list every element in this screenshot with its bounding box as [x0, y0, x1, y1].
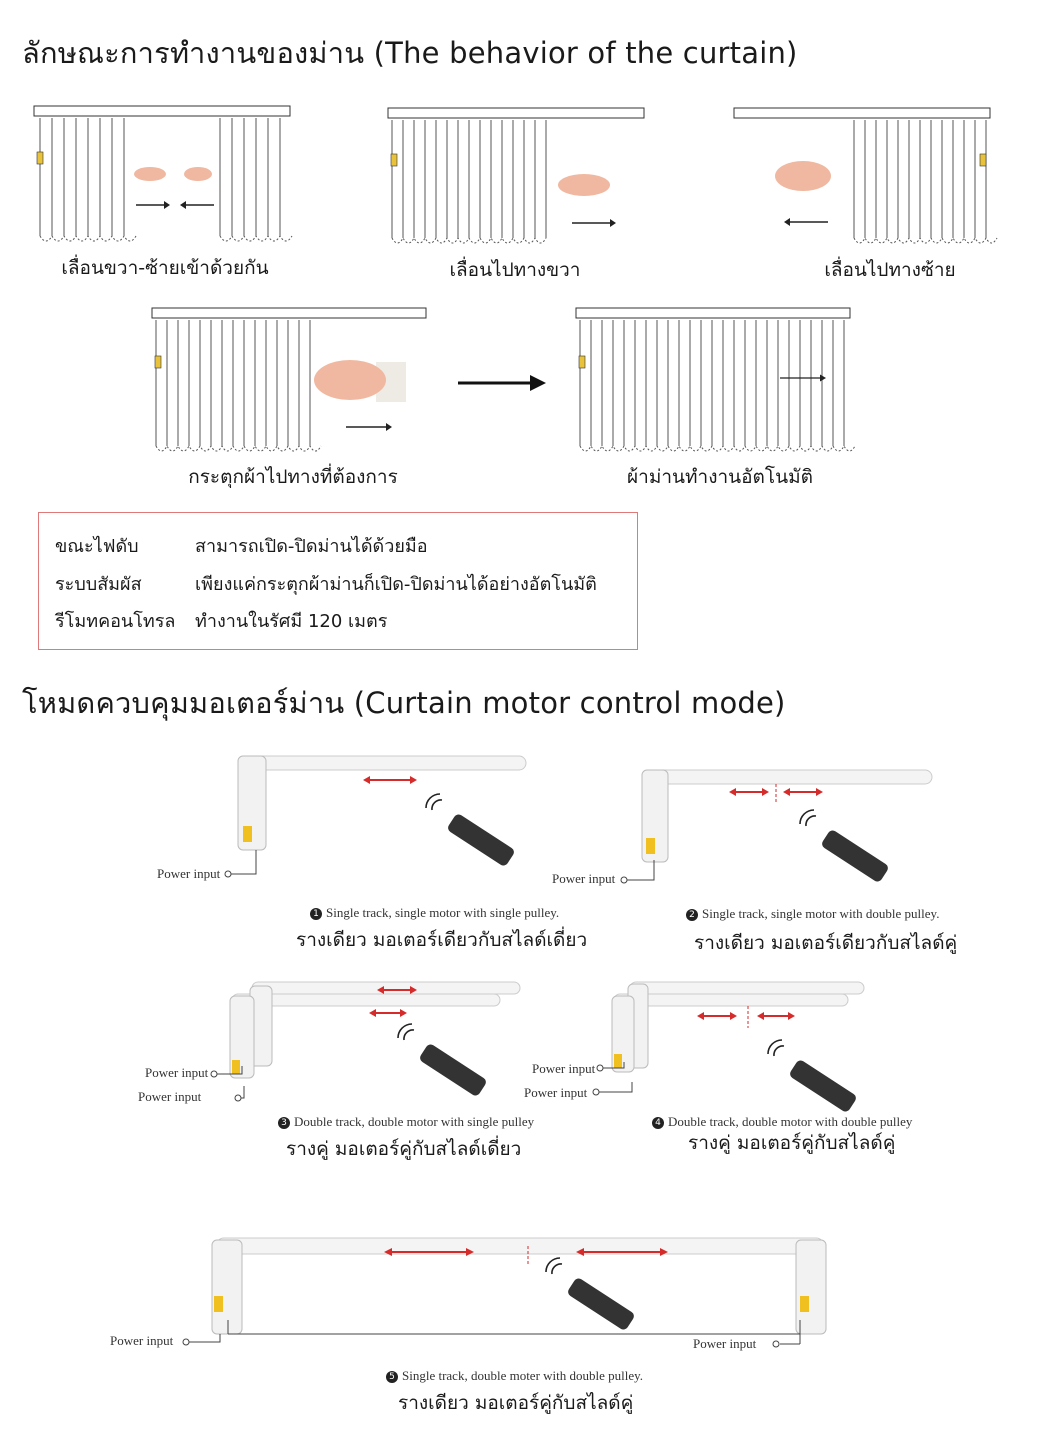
arrow-right-icon — [346, 423, 392, 431]
motor-diagram-mode4 — [611, 981, 865, 1073]
mode-th: รางคู่ มอเตอร์คู่กับสไลด์คู่ — [688, 1132, 896, 1154]
hand-icon — [775, 161, 831, 191]
remote-control-icon — [767, 1039, 856, 1112]
info-text: สามารถเปิด-ปิดม่านได้ด้วยมือ — [195, 536, 428, 557]
power-input-label: Power input — [532, 1061, 596, 1076]
power-line — [620, 860, 655, 884]
hand-icon — [314, 360, 406, 402]
power-input-label: Power input — [110, 1333, 174, 1348]
caption-auto: ผ้าม่านทำงานอัตโนมัติ — [627, 466, 813, 488]
info-text: เพียงแค่กระตุกผ้าม่านก็เปิด-ปิดม่านได้อย… — [195, 574, 597, 595]
power-input-label: Power input — [552, 871, 616, 886]
power-input-label: Power input — [138, 1089, 202, 1104]
motor-diagram-mode2 — [641, 769, 933, 863]
arrow-left-icon — [784, 218, 828, 226]
info-label: ระบบสัมผัส — [55, 574, 142, 595]
info-label: ขณะไฟดับ — [55, 536, 139, 557]
info-label: รีโมทคอนโทรล — [55, 611, 176, 632]
remote-control-icon — [425, 793, 514, 866]
info-box: ขณะไฟดับ สามารถเปิด-ปิดม่านได้ด้วยมือ ระ… — [38, 512, 638, 650]
hand-icon — [558, 174, 610, 196]
caption-pull: กระตุกผ้าไปทางที่ต้องการ — [188, 466, 398, 488]
info-text: ทำงานในรัศมี 120 เมตร — [195, 611, 388, 632]
curtain-diagram-both — [33, 105, 293, 242]
power-line — [592, 1062, 633, 1096]
power-line — [182, 1320, 801, 1348]
arrow-next-icon — [458, 375, 546, 391]
mode-th: รางเดียว มอเตอร์เดียวกับสไลด์คู่ — [694, 932, 958, 954]
curtain-diagram-left — [733, 107, 998, 244]
motor-diagram-mode1 — [237, 755, 527, 851]
power-input-label: Power input — [693, 1336, 757, 1351]
mode-th: รางคู่ มอเตอร์คู่กับสไลด์เดี่ยว — [286, 1138, 522, 1160]
caption-both: เลื่อนขวา-ซ้ายเข้าด้วยกัน — [61, 257, 269, 279]
section2-title: โหมดควบคุมมอเตอร์ม่าน (Curtain motor con… — [22, 686, 786, 720]
hand-icon — [134, 167, 166, 181]
power-input-label: Power input — [524, 1085, 588, 1100]
arrow-left-icon — [180, 201, 214, 209]
power-line — [224, 850, 257, 878]
power-input-label: Power input — [145, 1065, 209, 1080]
caption-left: เลื่อนไปทางซ้าย — [824, 259, 956, 281]
curtain-diagram-right — [387, 107, 645, 244]
power-line — [210, 1066, 245, 1102]
remote-control-icon — [799, 809, 888, 882]
remote-control-icon — [397, 1023, 486, 1096]
remote-control-icon — [545, 1257, 634, 1330]
motor-diagram-mode3 — [229, 981, 521, 1079]
power-input-label: Power input — [157, 866, 221, 881]
arrow-right-icon — [572, 219, 616, 227]
caption-right: เลื่อนไปทางขวา — [449, 259, 581, 281]
arrow-right-icon — [136, 201, 170, 209]
section1-title: ลักษณะการทำงานของม่าน (The behavior of t… — [22, 36, 798, 70]
motor-diagram-mode5 — [211, 1237, 827, 1335]
mode-th: รางเดียว มอเตอร์คู่กับสไลด์คู่ — [398, 1392, 634, 1414]
hand-icon — [184, 167, 212, 181]
curtain-diagram-auto — [575, 307, 856, 452]
curtain-diagram-pull — [151, 307, 427, 452]
mode-th: รางเดียว มอเตอร์เดียวกับสไลด์เดี่ยว — [296, 929, 588, 951]
